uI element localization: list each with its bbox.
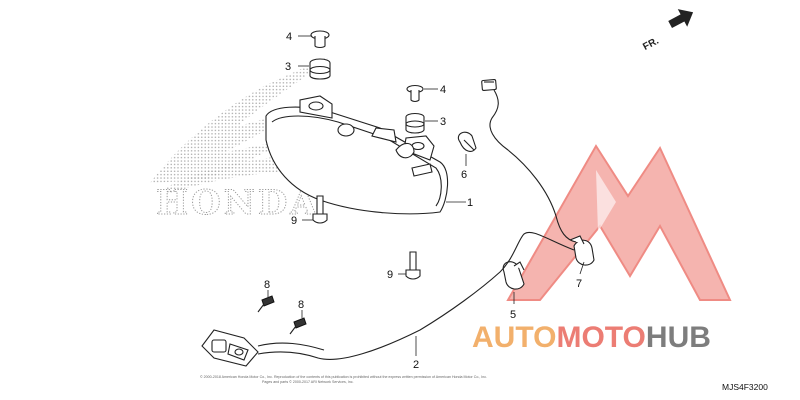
tail-light-assembly [265, 95, 449, 215]
rubber-grommet-upper [309, 58, 331, 80]
callout-5: 5 [510, 309, 516, 321]
bolt-9-upper [312, 195, 328, 224]
callout-9-upper: 9 [291, 215, 297, 227]
wire-grommet-7 [569, 235, 595, 266]
callout-9-lower: 9 [387, 269, 393, 281]
watermark-auto: AUTO [472, 321, 556, 354]
harness-connector [481, 78, 497, 92]
collar-lower [406, 84, 424, 103]
watermark-moto: MOTO [556, 321, 645, 354]
direction-label: FR. [641, 35, 661, 52]
front-direction-arrow [668, 9, 694, 29]
diagram-code: MJS4F3200 [722, 382, 768, 392]
wire-harness [257, 89, 577, 360]
callout-3-lower: 3 [440, 116, 446, 128]
callout-4-upper: 4 [286, 31, 292, 43]
callout-6: 6 [461, 169, 467, 181]
license-light-unit [201, 329, 259, 367]
honda-logo-text: HONDA [156, 183, 320, 223]
callout-2: 2 [413, 359, 419, 371]
leader-lines [267, 35, 585, 356]
watermark-hub: HUB [646, 321, 711, 354]
copyright-line-1: © 2000-2018 American Honda Motor Co., In… [200, 375, 487, 379]
callout-7: 7 [576, 278, 582, 290]
watermark-text: AUTOMOTOHUB [472, 321, 711, 354]
rubber-grommet-lower [405, 112, 425, 134]
collar-upper [310, 30, 330, 49]
wire-clip-6 [457, 131, 477, 152]
watermark-logo [506, 144, 732, 301]
callout-8-lower: 8 [298, 299, 304, 311]
honda-wing-logo [150, 56, 330, 194]
callout-4-lower: 4 [440, 84, 446, 96]
copyright-line-2: Pages and parts © 2000-2017 ARI Network … [262, 380, 354, 384]
wire-clamp-5 [502, 261, 525, 290]
callout-8-upper: 8 [264, 279, 270, 291]
screw-8-lower [289, 317, 307, 335]
callout-3-upper: 3 [285, 61, 291, 73]
callout-1: 1 [467, 197, 473, 209]
bolt-9-lower [405, 251, 421, 280]
screw-8-upper [257, 295, 275, 313]
